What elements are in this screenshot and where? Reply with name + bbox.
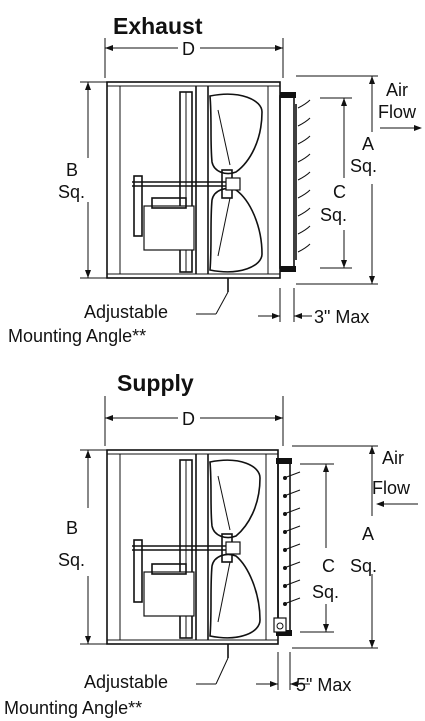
exhaust-mount-line1: Adjustable xyxy=(84,302,168,322)
exhaust-mounting-angle: Adjustable Mounting Angle** xyxy=(8,278,229,346)
supply-c-label: C xyxy=(322,556,335,576)
supply-max-gap: 5" Max xyxy=(256,652,351,695)
exhaust-c-unit: Sq. xyxy=(320,205,347,225)
exhaust-airflow-line2: Flow xyxy=(378,102,417,122)
exhaust-dim-d: D xyxy=(104,38,284,78)
supply-airflow: Air Flow xyxy=(372,448,418,507)
supply-airflow-line2: Flow xyxy=(372,478,411,498)
supply-mount-line1: Adjustable xyxy=(84,672,168,692)
exhaust-title: Exhaust xyxy=(113,13,203,39)
exhaust-max-gap: 3" Max xyxy=(258,288,369,327)
exhaust-airflow: Air Flow xyxy=(378,80,422,131)
exhaust-dim-a: A Sq. xyxy=(296,75,378,285)
exhaust-b-label: B xyxy=(66,160,78,180)
supply-mount-line2: Mounting Angle** xyxy=(4,698,142,718)
supply-d-label: D xyxy=(182,409,195,429)
supply-dim-a: A Sq. xyxy=(292,445,378,649)
supply-a-unit: Sq. xyxy=(350,556,377,576)
supply-damper xyxy=(273,458,301,636)
exhaust-a-label: A xyxy=(362,134,374,154)
exhaust-airflow-line1: Air xyxy=(386,80,408,100)
supply-airflow-line1: Air xyxy=(382,448,404,468)
exhaust-dim-b: B Sq. xyxy=(58,81,107,279)
exhaust-d-label: D xyxy=(182,39,195,59)
exhaust-a-unit: Sq. xyxy=(350,156,377,176)
supply-mounting-angle: Adjustable Mounting Angle** xyxy=(4,644,229,718)
supply-dim-d: D xyxy=(104,396,284,446)
supply-max-label: 5" Max xyxy=(296,675,351,695)
supply-view: Supply D xyxy=(4,370,418,718)
exhaust-dim-c: C Sq. xyxy=(320,97,352,269)
exhaust-mount-line2: Mounting Angle** xyxy=(8,326,146,346)
exhaust-view: Exhaust D xyxy=(8,13,422,346)
supply-title: Supply xyxy=(117,370,194,396)
supply-a-label: A xyxy=(362,524,374,544)
supply-b-unit: Sq. xyxy=(58,550,85,570)
exhaust-damper xyxy=(279,92,311,272)
supply-b-label: B xyxy=(66,518,78,538)
supply-dim-b: B Sq. xyxy=(58,449,107,645)
exhaust-max-label: 3" Max xyxy=(314,307,369,327)
supply-motor xyxy=(132,533,241,617)
supply-fan-blades xyxy=(209,459,261,639)
exhaust-b-unit: Sq. xyxy=(58,182,85,202)
supply-dim-c: C Sq. xyxy=(300,463,339,633)
exhaust-c-label: C xyxy=(333,182,346,202)
exhaust-motor xyxy=(132,169,241,251)
supply-c-unit: Sq. xyxy=(312,582,339,602)
